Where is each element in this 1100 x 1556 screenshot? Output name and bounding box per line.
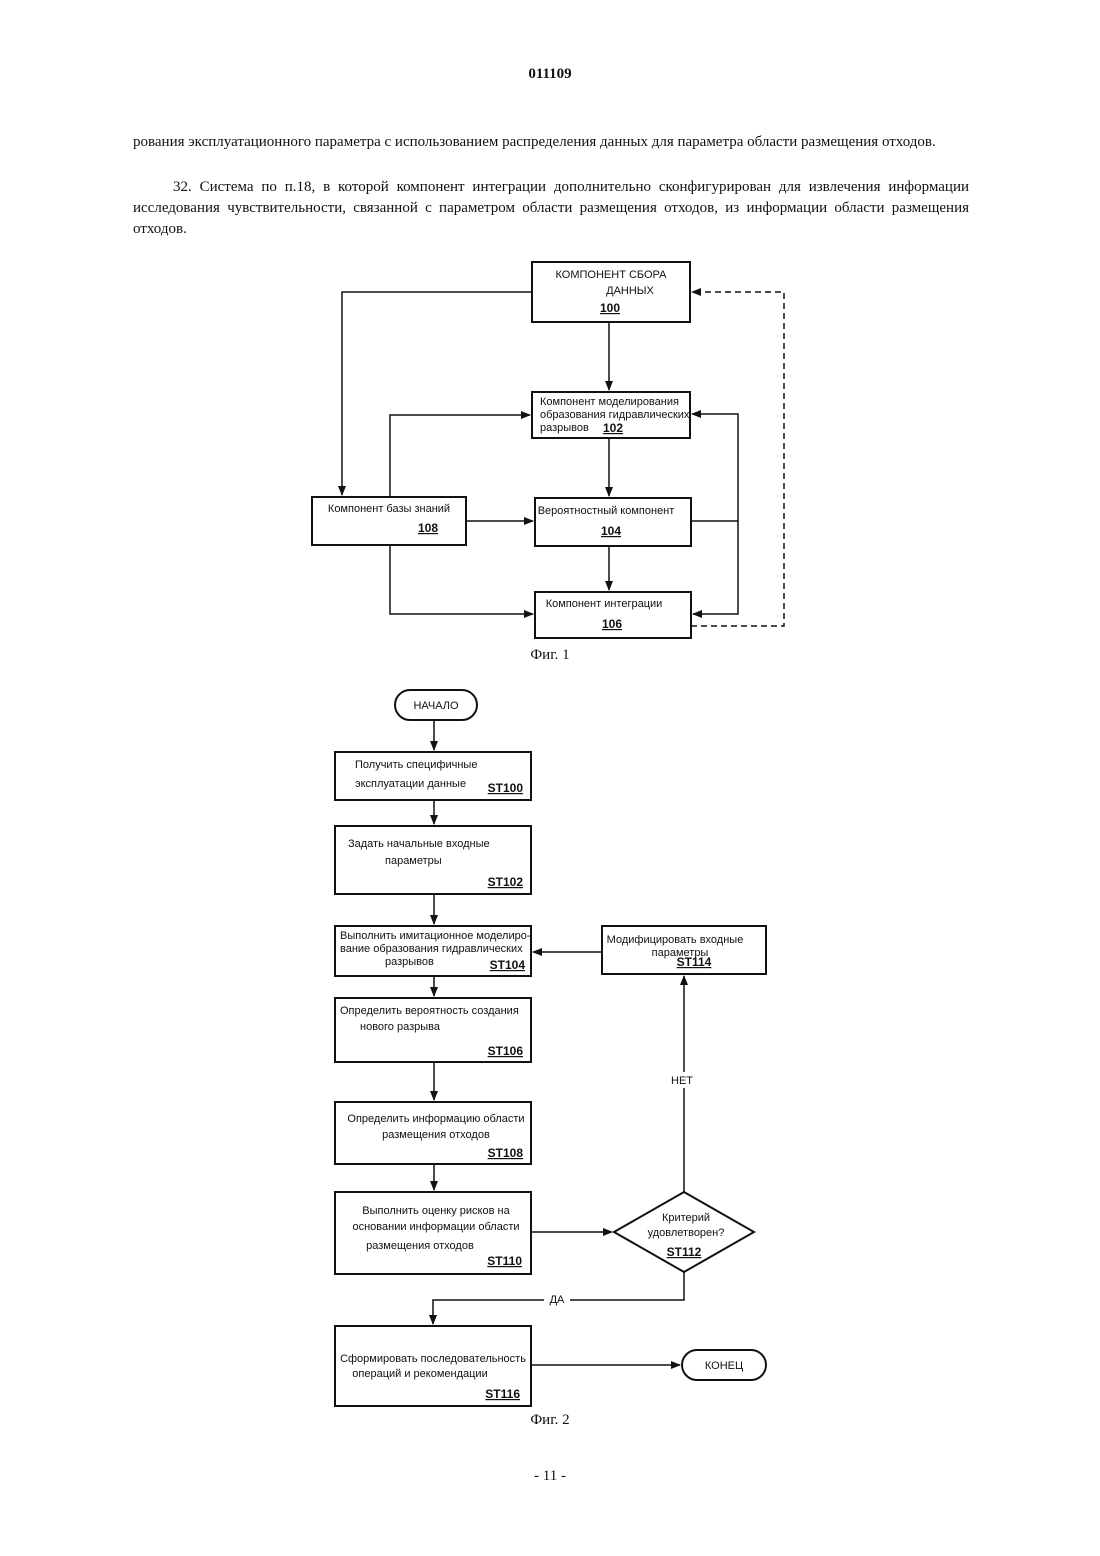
node-104-probabilistic: Вероятностный компонент 104	[535, 498, 691, 546]
node-st108: Определить информацию области размещения…	[335, 1102, 531, 1164]
node-108-number: 108	[418, 521, 438, 535]
node-102-number: 102	[603, 421, 623, 435]
st104-line1: Выполнить имитационное моделиро-	[340, 930, 531, 942]
st116-number: ST116	[485, 1387, 520, 1401]
node-108-knowledge-base: Компонент базы знаний 108	[312, 497, 466, 545]
page-number: - 11 -	[0, 1468, 1100, 1485]
node-102-line3: разрывов	[540, 422, 589, 434]
st116-line1: Сформировать последовательность	[340, 1353, 526, 1365]
st108-line1: Определить информацию области	[347, 1113, 524, 1125]
st110-line1: Выполнить оценку рисков на	[362, 1205, 510, 1217]
st106-line1: Определить вероятность создания	[340, 1005, 519, 1017]
node-start: НАЧАЛО	[395, 690, 477, 720]
st102-line2: параметры	[385, 855, 442, 867]
edge-108-to-106	[390, 545, 533, 614]
st100-number: ST100	[488, 781, 524, 795]
node-100-line2: ДАННЫХ	[606, 285, 654, 297]
figure-1: КОМПОНЕНТ СБОРА ДАННЫХ 100 Компонент мод…	[312, 262, 784, 638]
st108-number: ST108	[488, 1146, 524, 1160]
node-st100: Получить специфичные эксплуатации данные…	[335, 752, 531, 800]
node-106-number: 106	[602, 617, 622, 631]
st106-number: ST106	[488, 1044, 524, 1058]
figure-2: НАЧАЛО Получить специфичные эксплуатации…	[335, 690, 766, 1406]
st106-line2: нового разрыва	[360, 1021, 441, 1033]
node-102-line2: образования гидравлических	[540, 409, 690, 421]
node-104-number: 104	[601, 524, 621, 538]
node-108-line1: Компонент базы знаний	[328, 503, 450, 515]
st108-line2: размещения отходов	[382, 1129, 490, 1141]
st104-number: ST104	[490, 958, 526, 972]
end-label: КОНЕЦ	[705, 1360, 743, 1372]
node-end: КОНЕЦ	[682, 1350, 766, 1380]
node-st104: Выполнить имитационное моделиро- вание о…	[335, 926, 531, 976]
node-102-line1: Компонент моделирования	[540, 396, 679, 408]
node-st112-decision: Критерий удовлетворен? ST112	[614, 1192, 754, 1272]
node-102-fracture-modeling: Компонент моделирования образования гидр…	[532, 392, 690, 438]
st100-line2: эксплуатации данные	[355, 778, 466, 790]
node-100-line1: КОМПОНЕНТ СБОРА	[556, 269, 668, 281]
st112-line1: Критерий	[662, 1212, 710, 1224]
node-st114: Модифицировать входные параметры ST114	[602, 926, 766, 974]
st114-number: ST114	[677, 955, 712, 969]
start-label: НАЧАЛО	[413, 700, 459, 712]
st112-number: ST112	[667, 1245, 702, 1259]
node-st102: Задать начальные входные параметры ST102	[335, 826, 531, 894]
st114-line1: Модифицировать входные	[607, 934, 744, 946]
node-106-integration: Компонент интеграции 106	[535, 592, 691, 638]
node-st110: Выполнить оценку рисков на основании инф…	[335, 1192, 531, 1274]
st110-line2: основании информации области	[352, 1221, 519, 1233]
st102-line1: Задать начальные входные	[348, 838, 490, 850]
node-st106: Определить вероятность создания нового р…	[335, 998, 531, 1062]
st112-line2: удовлетворен?	[648, 1227, 725, 1239]
st102-number: ST102	[488, 875, 524, 889]
st104-line2: вание образования гидравлических	[340, 943, 523, 955]
st104-line3: разрывов	[385, 956, 434, 968]
label-no: НЕТ	[671, 1075, 693, 1087]
figure-1-caption: Фиг. 1	[0, 647, 1100, 664]
st110-line3: размещения отходов	[366, 1240, 474, 1252]
node-st116: Сформировать последовательность операций…	[335, 1326, 531, 1406]
figure-2-caption: Фиг. 2	[0, 1412, 1100, 1429]
node-100-data-collection: КОМПОНЕНТ СБОРА ДАННЫХ 100	[532, 262, 690, 322]
node-100-number: 100	[600, 301, 620, 315]
edge-108-to-102	[390, 415, 530, 497]
st116-line2: операций и рекомендации	[352, 1368, 487, 1380]
edge-104-to-102	[691, 414, 738, 521]
st110-number: ST110	[487, 1254, 522, 1268]
node-106-line1: Компонент интеграции	[546, 598, 663, 610]
st100-line1: Получить специфичные	[355, 759, 477, 771]
label-yes: ДА	[550, 1294, 565, 1306]
edge-100-to-108	[342, 292, 532, 495]
node-104-line1: Вероятностный компонент	[538, 505, 675, 517]
edge-104-to-106	[693, 521, 738, 614]
